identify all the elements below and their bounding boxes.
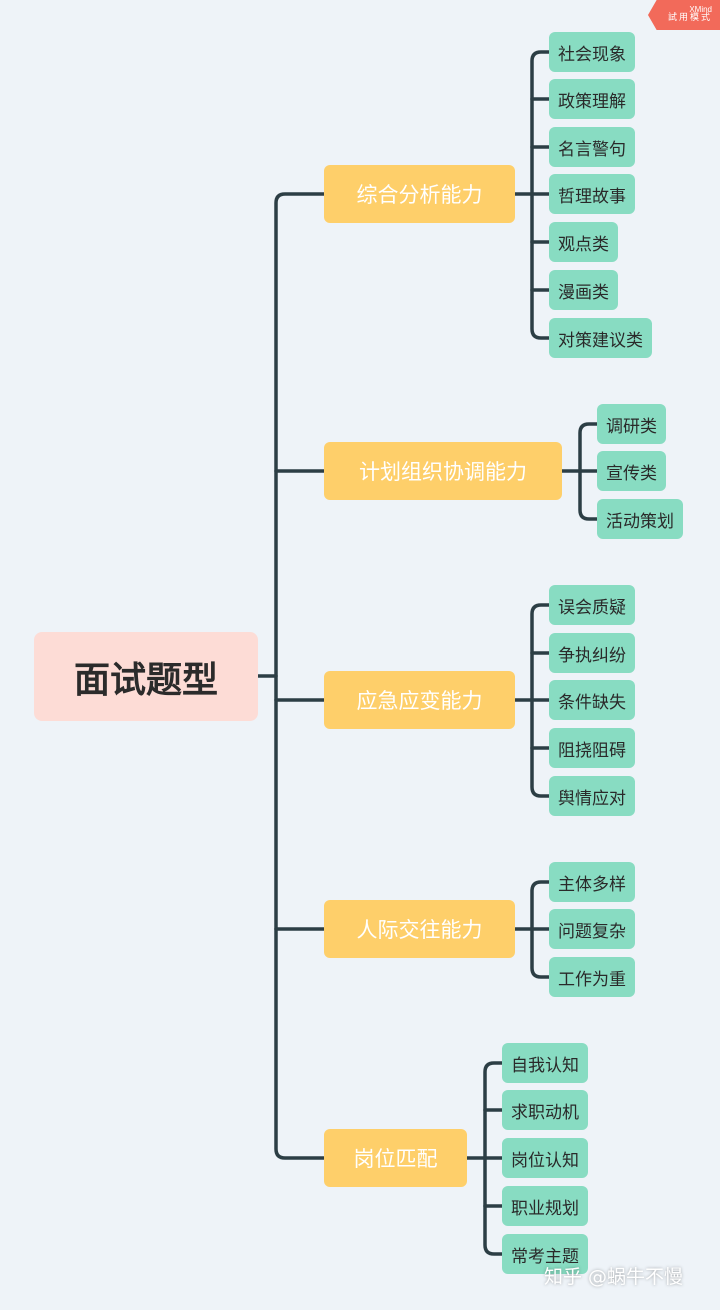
leaf-topic[interactable]: 主体多样 [549,862,635,902]
leaf-topic[interactable]: 观点类 [549,222,618,262]
root-topic-label: 面试题型 [73,659,218,701]
trial-mode-badge: XMind 試用模式 [648,0,720,30]
leaf-topic[interactable]: 争执纠纷 [549,633,635,673]
leaf-topic[interactable]: 名言警句 [549,127,635,167]
branch-topic-label: 计划组织协调能力 [359,460,527,484]
leaf-topic-label: 漫画类 [558,282,609,303]
leaf-topic-label: 名言警句 [558,139,626,160]
leaf-topic[interactable]: 宣传类 [597,451,666,491]
leaf-topic-label: 对策建议类 [558,330,643,351]
branch-topic-label: 综合分析能力 [356,183,483,207]
leaf-topic-label: 调研类 [606,416,657,437]
leaf-topic-label: 观点类 [558,234,609,255]
leaf-topic-label: 阻挠阻碍 [558,740,626,761]
leaf-topic[interactable]: 职业规划 [502,1186,588,1226]
leaf-topic[interactable]: 工作为重 [549,957,635,997]
leaf-topic[interactable]: 哲理故事 [549,174,635,214]
leaf-topic-label: 误会质疑 [558,597,626,618]
branch-topic-label: 应急应变能力 [356,689,483,713]
leaf-topic[interactable]: 求职动机 [502,1090,588,1130]
leaf-topic-label: 社会现象 [558,44,626,65]
leaf-topic-label: 自我认知 [511,1055,579,1076]
leaf-topic[interactable]: 问题复杂 [549,909,635,949]
leaf-topic[interactable]: 岗位认知 [502,1138,588,1178]
leaf-topic[interactable]: 阻挠阻碍 [549,728,635,768]
leaf-topic[interactable]: 自我认知 [502,1043,588,1083]
leaf-topic-label: 舆情应对 [558,788,626,809]
leaf-topic[interactable]: 常考主题 [502,1234,588,1274]
leaf-topic-label: 求职动机 [511,1102,579,1123]
leaf-topic-label: 宣传类 [606,463,657,484]
watermark: 知乎 @蜗牛不慢 [544,1266,684,1288]
leaf-topic-label: 职业规划 [511,1198,579,1219]
leaf-topic[interactable]: 误会质疑 [549,585,635,625]
leaf-topic[interactable]: 调研类 [597,404,666,444]
branch-topic-4[interactable]: 人际交往能力 [324,900,515,958]
leaf-topic[interactable]: 政策理解 [549,79,635,119]
trunk-vertical [274,192,326,1160]
leaf-topic-label: 争执纠纷 [558,645,626,666]
leaf-topic-label: 政策理解 [558,91,626,112]
branch-topic-1[interactable]: 综合分析能力 [324,165,515,223]
leaf-topic-label: 问题复杂 [558,921,626,942]
leaf-topic[interactable]: 舆情应对 [549,776,635,816]
branch-topic-2[interactable]: 计划组织协调能力 [324,442,562,500]
root-topic[interactable]: 面试题型 [34,632,258,721]
branch-topic-label: 岗位匹配 [353,1147,438,1171]
leaf-topic-label: 活动策划 [606,511,674,532]
leaf-topic[interactable]: 条件缺失 [549,680,635,720]
branch-topic-label: 人际交往能力 [356,918,483,942]
branch-topic-5[interactable]: 岗位匹配 [324,1129,467,1187]
leaf-topic-label: 岗位认知 [511,1150,579,1171]
leaf-topic-label: 常考主题 [511,1246,579,1267]
leaf-topic[interactable]: 社会现象 [549,32,635,72]
badge-mode: 試用模式 [667,13,712,24]
branch-topic-3[interactable]: 应急应变能力 [324,671,515,729]
leaf-topic-label: 主体多样 [558,874,626,895]
leaf-topic[interactable]: 对策建议类 [549,318,652,358]
leaf-topic-label: 哲理故事 [558,186,626,207]
leaf-topic-label: 条件缺失 [558,692,626,713]
leaf-topic-label: 工作为重 [558,969,626,990]
leaf-topic[interactable]: 漫画类 [549,270,618,310]
badge-brand: XMind [689,4,712,14]
leaf-topic[interactable]: 活动策划 [597,499,683,539]
